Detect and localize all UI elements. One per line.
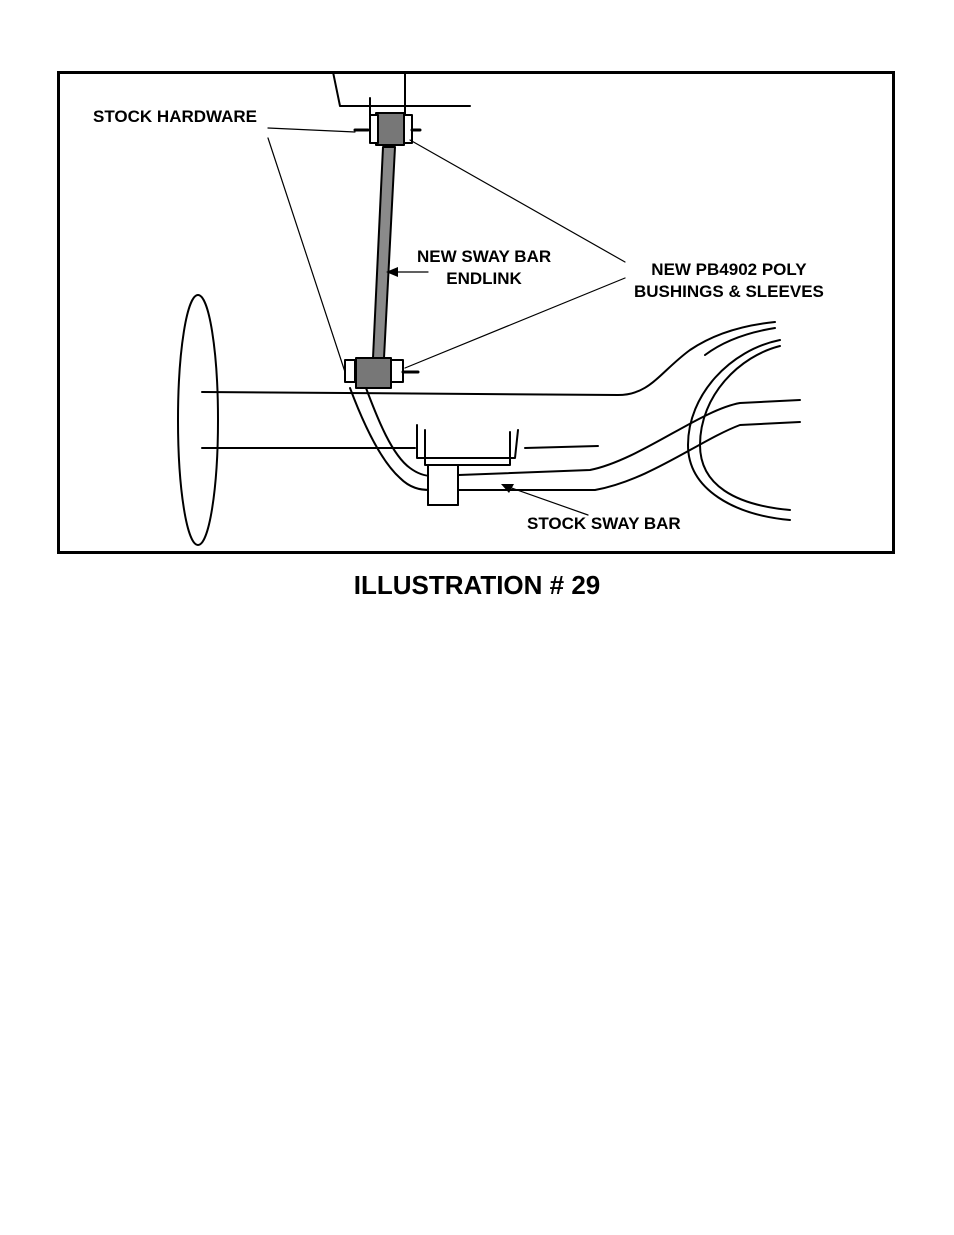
label-endlink-line2: ENDLINK <box>446 269 522 288</box>
sway-bar-diagram <box>177 74 801 546</box>
axle-housing <box>201 321 776 449</box>
label-stock-sway-bar: STOCK SWAY BAR <box>527 514 681 533</box>
sway-bar-clamp <box>416 424 519 466</box>
leader-lines <box>267 127 626 516</box>
lower-bushing <box>355 357 392 389</box>
illustration-caption: ILLUSTRATION # 29 <box>353 570 601 600</box>
arrow-heads <box>386 267 514 493</box>
sway-bar <box>349 387 801 491</box>
label-endlink-line1: NEW SWAY BAR <box>417 247 552 266</box>
label-stock-hardware: STOCK HARDWARE <box>93 107 258 126</box>
label-bushings-line1: NEW PB4902 POLY <box>651 260 807 279</box>
differential <box>687 339 791 521</box>
label-new-sway-bar-endlink: NEW SWAY BAR ENDLINK <box>417 246 551 290</box>
wheel-drum <box>177 294 219 546</box>
label-poly-bushings: NEW PB4902 POLY BUSHINGS & SLEEVES <box>634 259 824 303</box>
endlink-rod <box>372 146 396 359</box>
upper-bushing <box>375 112 405 146</box>
illustration-frame: STOCK HARDWARE NEW SWAY BAR ENDLINK NEW … <box>57 71 895 554</box>
label-bushings-line2: BUSHINGS & SLEEVES <box>634 282 824 301</box>
